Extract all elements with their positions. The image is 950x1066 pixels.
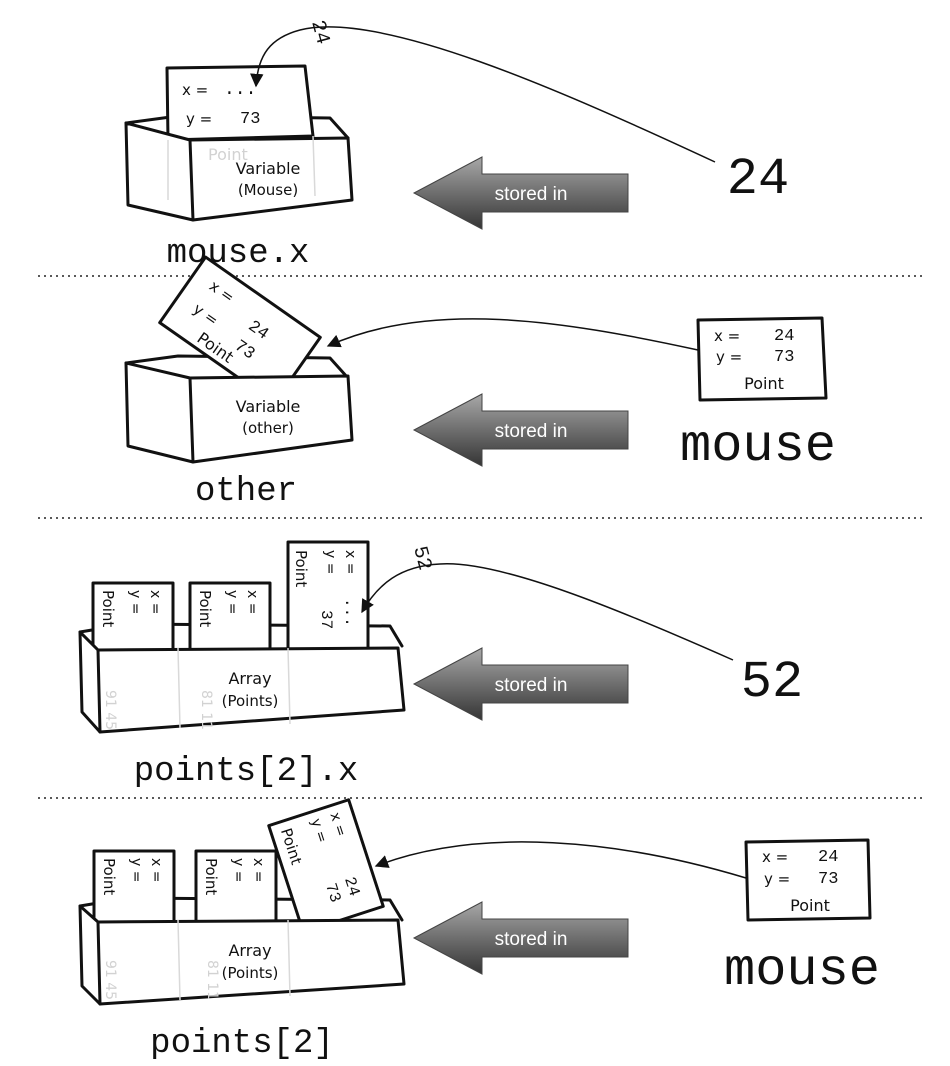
ghost-values: 81 11 (198, 690, 214, 730)
array-card-1: x = y = Point (194, 849, 278, 943)
ghost-label: Point (208, 145, 248, 164)
card-x-label: x = (342, 550, 358, 574)
panel-other: x = y = 24 73 Point Variable (other) oth… (124, 255, 836, 511)
arrow-tag: 24 (305, 18, 333, 47)
array-card-2: x = ... y = 37 Point (286, 540, 370, 660)
card-x-label: x = (148, 858, 164, 882)
source-y-value: 73 (774, 348, 794, 367)
card-y-label: y = (230, 858, 246, 882)
expression-label: points[2] (150, 1025, 334, 1063)
source-y-value: 73 (818, 870, 838, 889)
container-title: Variable (236, 397, 301, 416)
panel-points-2: x = y = Point x = y = Point x = 24 y = 7… (78, 798, 880, 1063)
container-subtitle: (other) (242, 419, 294, 437)
card-x-value: ... (341, 598, 359, 627)
point-card: x = ... y = 73 (165, 64, 315, 142)
card-name: Point (100, 858, 118, 895)
stored-in-arrow: stored in (412, 647, 629, 721)
expression-label: other (195, 473, 297, 511)
arrow-label: stored in (495, 929, 568, 950)
card-x-label: x = (182, 81, 208, 99)
source-x-value: 24 (818, 848, 838, 867)
card-y-label: y = (224, 590, 240, 614)
card-y-label: y = (127, 590, 143, 614)
panel-mouse-x: x = ... y = 73 Point Variable (Mouse) mo… (124, 18, 789, 273)
stored-in-arrow: stored in (412, 156, 629, 230)
card-y-label: y = (128, 858, 144, 882)
card-y-label: y = (307, 817, 330, 845)
stored-in-arrow: stored in (412, 901, 629, 975)
source-x-value: 24 (774, 327, 794, 346)
assignment-curve (361, 563, 734, 661)
card-x-label: x = (326, 810, 349, 838)
assignment-curve (250, 26, 716, 163)
source-name: Point (790, 896, 830, 915)
card-y-label: y = (186, 110, 212, 128)
stored-in-arrow: stored in (412, 393, 629, 467)
source-y-label: y = (764, 870, 790, 888)
card-name: Point (202, 858, 220, 895)
card-x-label: x = (244, 590, 260, 614)
source-y-label: y = (716, 348, 742, 366)
array-card-2: x = 24 y = 73 Point (267, 798, 385, 934)
card-x-label: x = (147, 590, 163, 614)
card-x-value: ... (224, 80, 256, 100)
card-y-label: y = (322, 550, 338, 574)
container-subtitle: (Points) (222, 692, 279, 710)
source-name: Point (744, 374, 784, 393)
source-x-label: x = (762, 848, 788, 866)
container-subtitle: (Points) (222, 964, 279, 982)
card-x-value: 24 (340, 875, 363, 899)
expression-label: points[2].x (134, 753, 358, 791)
container-title: Array (228, 941, 271, 960)
incoming-value: 52 (741, 653, 803, 712)
incoming-value: 24 (727, 150, 789, 209)
container-subtitle: (Mouse) (238, 181, 298, 199)
ghost-values: 91 45 (102, 960, 118, 1000)
ghost-values: 81 11 (204, 960, 220, 1000)
source-point-card: x = 24 y = 73 Point (696, 316, 828, 402)
arrow-label: stored in (495, 421, 568, 442)
container-title: Array (228, 669, 271, 688)
card-x-label: x = (250, 858, 266, 882)
card-name: Point (292, 550, 310, 587)
arrow-label: stored in (495, 184, 568, 205)
card-y-value: 73 (321, 881, 344, 905)
card-name: Point (196, 590, 214, 627)
source-point-card: x = 24 y = 73 Point (744, 838, 872, 922)
assignment-curve (374, 841, 747, 879)
card-y-value: 73 (240, 110, 260, 129)
source-x-label: x = (714, 327, 740, 345)
container-title: Variable (236, 159, 301, 178)
assignment-curve (326, 318, 699, 351)
panel-points-2-x: x = y = Point x = y = Point x = ... y = … (78, 540, 803, 791)
incoming-value: mouse (680, 417, 836, 476)
ghost-values: 91 45 (102, 690, 118, 730)
incoming-value: mouse (724, 941, 880, 1000)
array-card-0: x = y = Point (92, 849, 176, 943)
expression-label: mouse.x (167, 235, 310, 273)
arrow-label: stored in (495, 675, 568, 696)
card-name: Point (99, 590, 117, 627)
card-y-value: 37 (317, 610, 335, 629)
